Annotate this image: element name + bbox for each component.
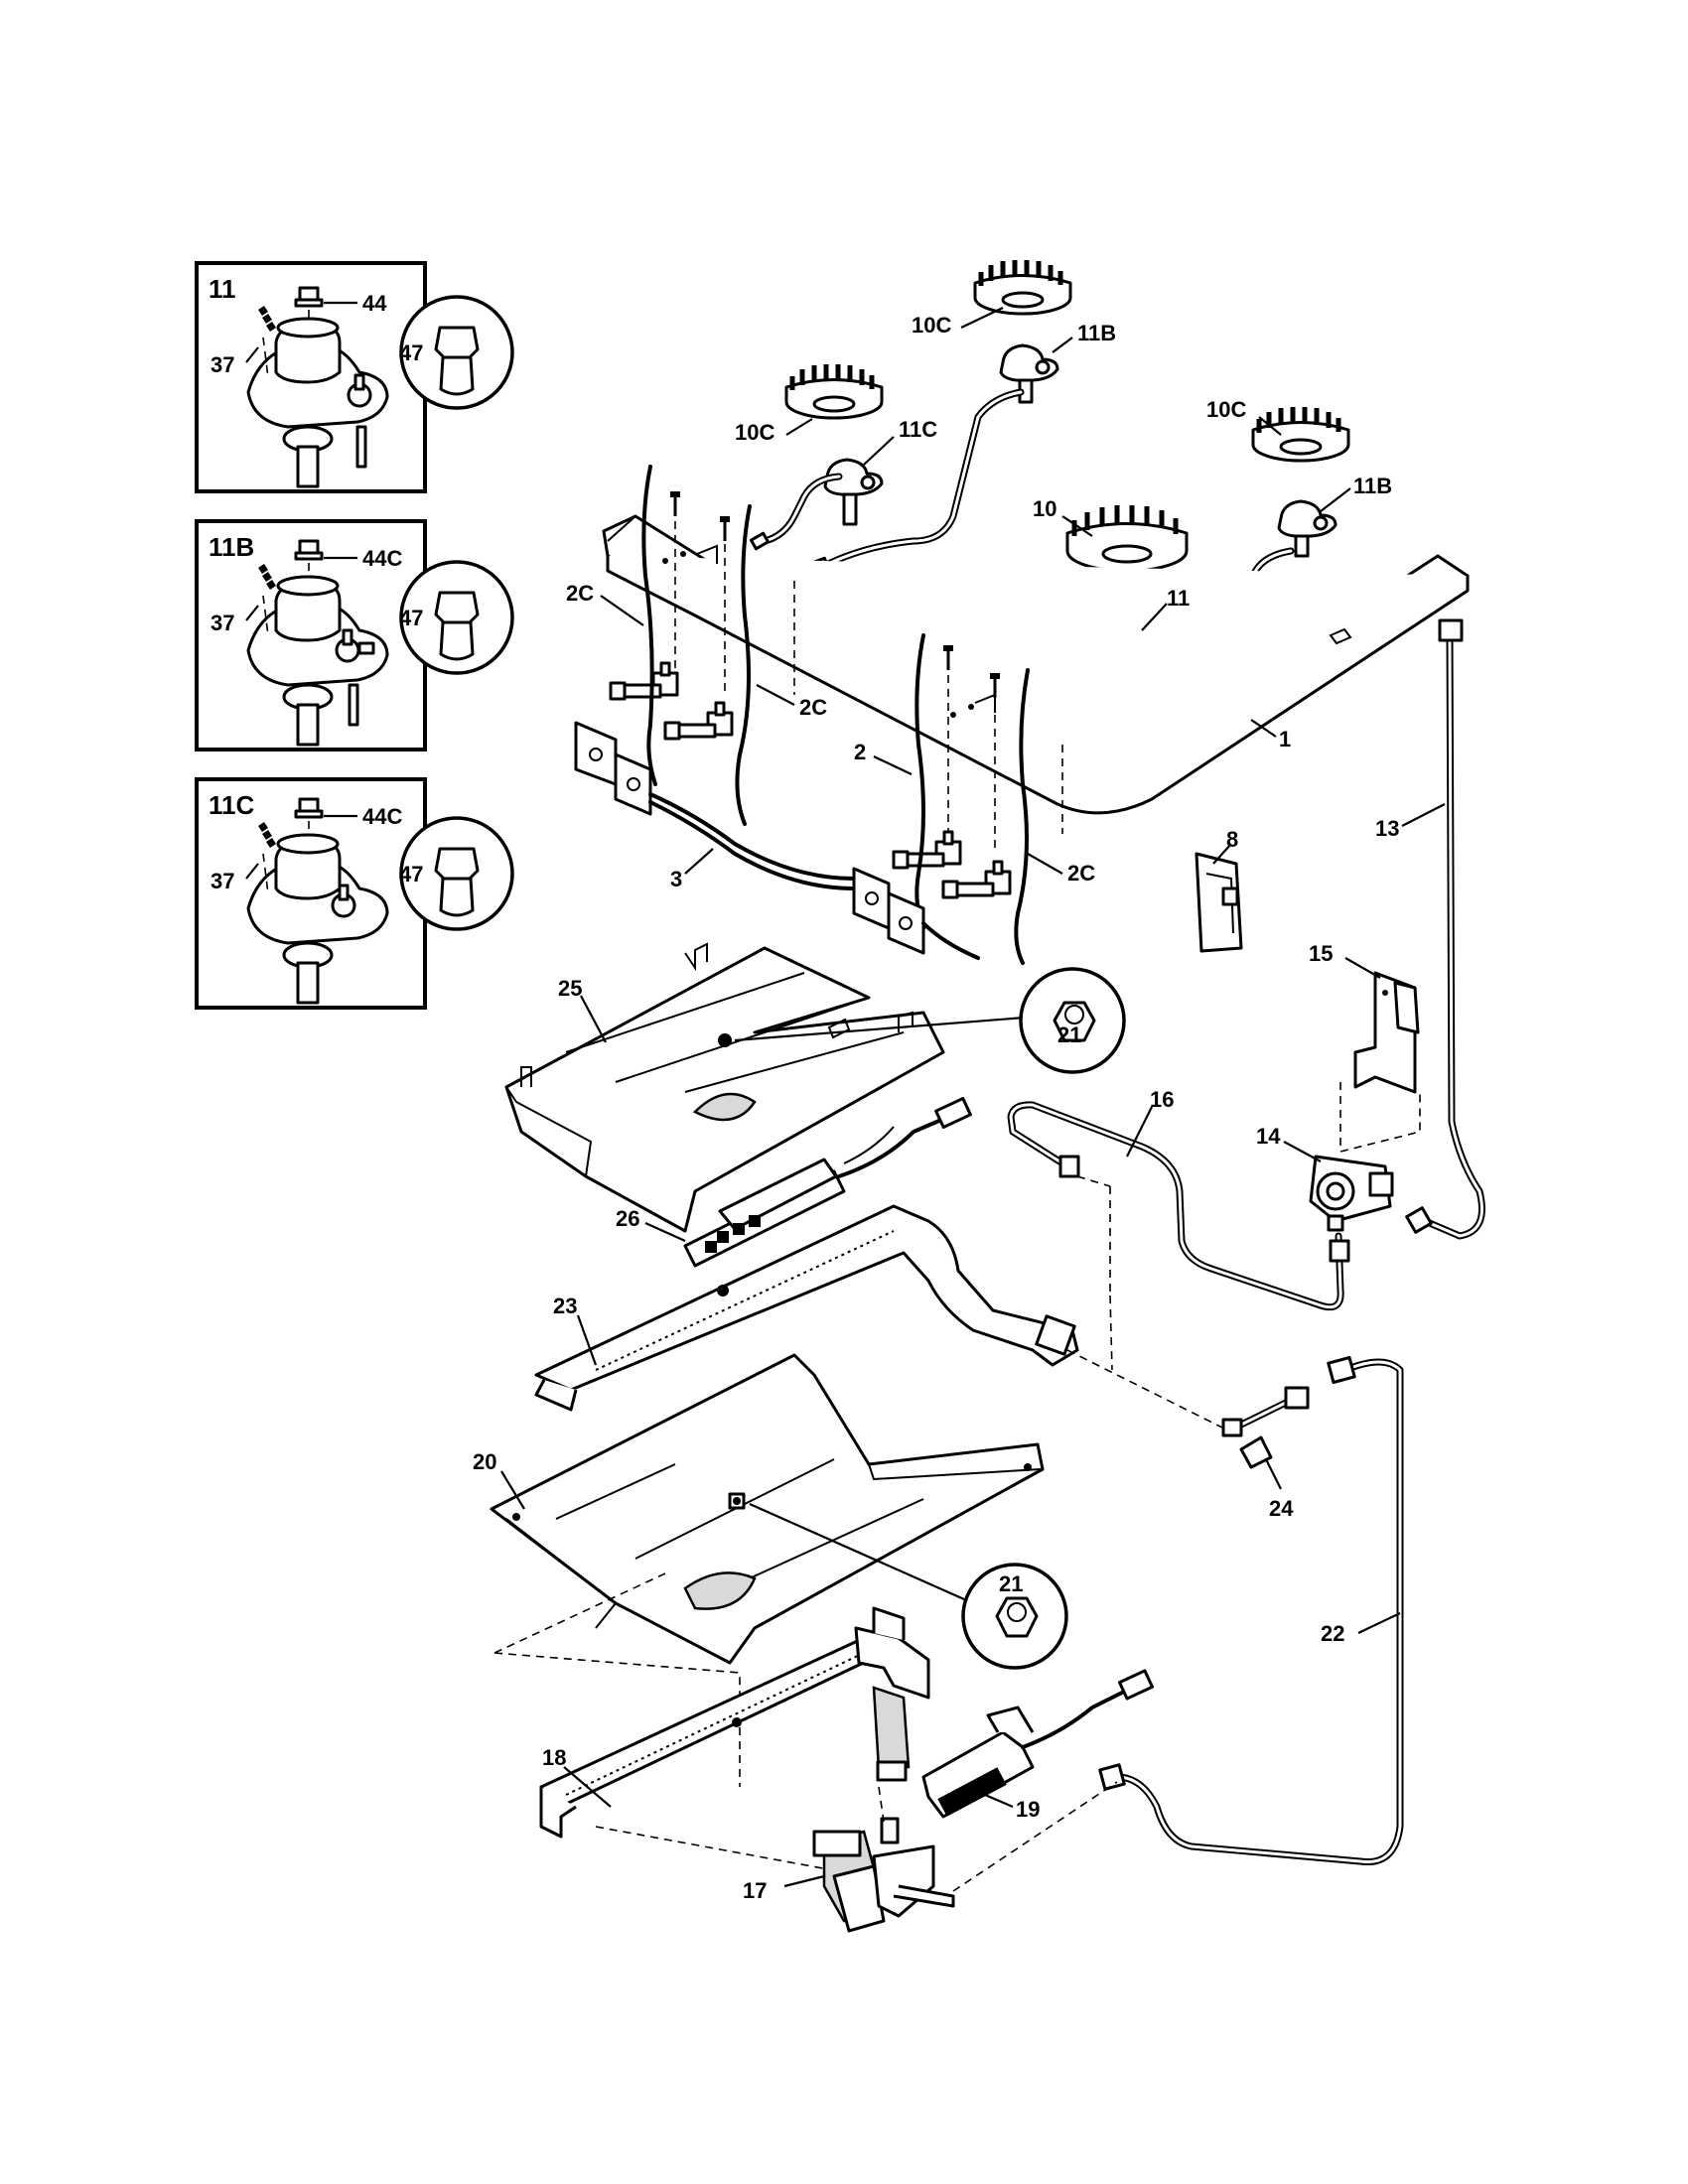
orifice-fitting-24: [1221, 1386, 1310, 1469]
broil-igniter-19: [921, 1669, 1154, 1819]
callout-2c: 2C: [566, 581, 594, 606]
burner-base-11c: [823, 458, 884, 526]
nut-callout-21-top: [734, 967, 1126, 1074]
inset-panel-11c: 11C 44C 37 47: [195, 777, 514, 1010]
manifold-frame-1: [602, 514, 1470, 815]
callout-17: 17: [743, 1878, 767, 1903]
bake-burner-23: [534, 1204, 1227, 1431]
callout-19: 19: [1016, 1797, 1040, 1822]
callout-3: 3: [670, 867, 682, 891]
callout-8: 8: [1226, 827, 1238, 852]
callout-14: 14: [1256, 1124, 1281, 1149]
burner-head-10c-right: [1251, 407, 1350, 463]
callout-21: 21: [999, 1571, 1023, 1596]
callout-10c: 10C: [735, 420, 774, 445]
safety-valve-17: [812, 1781, 1118, 1933]
supply-tube-16: [1007, 1101, 1350, 1311]
burner-head-10: [1065, 505, 1189, 573]
callout-23: 23: [553, 1294, 577, 1318]
label-47: 47: [399, 606, 423, 630]
label-37: 37: [211, 869, 234, 893]
callout-11c: 11C: [899, 417, 937, 442]
burner-head-10c-left: [784, 364, 884, 420]
heat-shield-25: [504, 942, 945, 1233]
callout-15: 15: [1309, 941, 1333, 966]
callout-11b: 11B: [1353, 474, 1392, 498]
label-44c: 44C: [362, 804, 402, 829]
igniter-wires: [641, 465, 1030, 965]
inset-title: 11B: [209, 532, 254, 562]
callout-16: 16: [1150, 1087, 1174, 1112]
label-37: 37: [211, 611, 234, 635]
callout-24: 24: [1269, 1496, 1294, 1521]
inset-title: 11C: [209, 790, 254, 820]
spark-module-8: [1195, 852, 1243, 953]
label-44: 44: [362, 291, 387, 316]
inset-panel-11b: 11B 44C 37 47: [195, 519, 514, 751]
callout-22: 22: [1321, 1621, 1344, 1646]
label-37: 37: [211, 352, 234, 377]
callout-10: 10: [1033, 496, 1056, 521]
inset-title: 11: [209, 274, 236, 304]
burner-base-11b-right: [1277, 499, 1337, 558]
callout-11: 11: [1167, 586, 1190, 611]
heat-shield-20: [490, 1353, 1045, 1717]
callout-18: 18: [542, 1745, 566, 1770]
callout-2c: 2C: [1067, 861, 1095, 886]
burner-head-10c-top: [973, 260, 1072, 316]
callout-2: 2: [854, 740, 866, 764]
broil-burner-18: [539, 1606, 930, 1872]
pressure-regulator-14: [1309, 1155, 1394, 1232]
callout-10c: 10C: [912, 313, 951, 338]
callout-10c: 10C: [1206, 397, 1246, 422]
callout-20: 20: [473, 1449, 496, 1474]
valve-screws: [670, 491, 1063, 854]
gas-line-13: [1405, 618, 1485, 1240]
callout-25: 25: [558, 976, 582, 1001]
ignition-harness-3: [574, 721, 980, 960]
nut-callout-21-bottom: [961, 1563, 1068, 1670]
callout-labels: 10C 11B 10C 11C 10C 11B 10 11 2C 2C 2 2C…: [473, 313, 1399, 1903]
label-47: 47: [399, 862, 423, 887]
oven-igniter-26: [683, 1097, 972, 1268]
callout-1: 1: [1279, 727, 1291, 751]
callout-21: 21: [1057, 1023, 1081, 1047]
gas-line-22: [1098, 1355, 1404, 1866]
leader-lines: [500, 307, 1446, 1888]
label-47: 47: [399, 341, 423, 365]
callout-11b: 11B: [1077, 321, 1116, 345]
inset-panel-11: 11 44 37 47: [195, 261, 514, 493]
bracket-15: [1339, 971, 1421, 1153]
callout-2c: 2C: [799, 695, 827, 720]
callout-13: 13: [1375, 816, 1399, 841]
label-44c: 44C: [362, 546, 402, 571]
callout-26: 26: [616, 1206, 639, 1231]
